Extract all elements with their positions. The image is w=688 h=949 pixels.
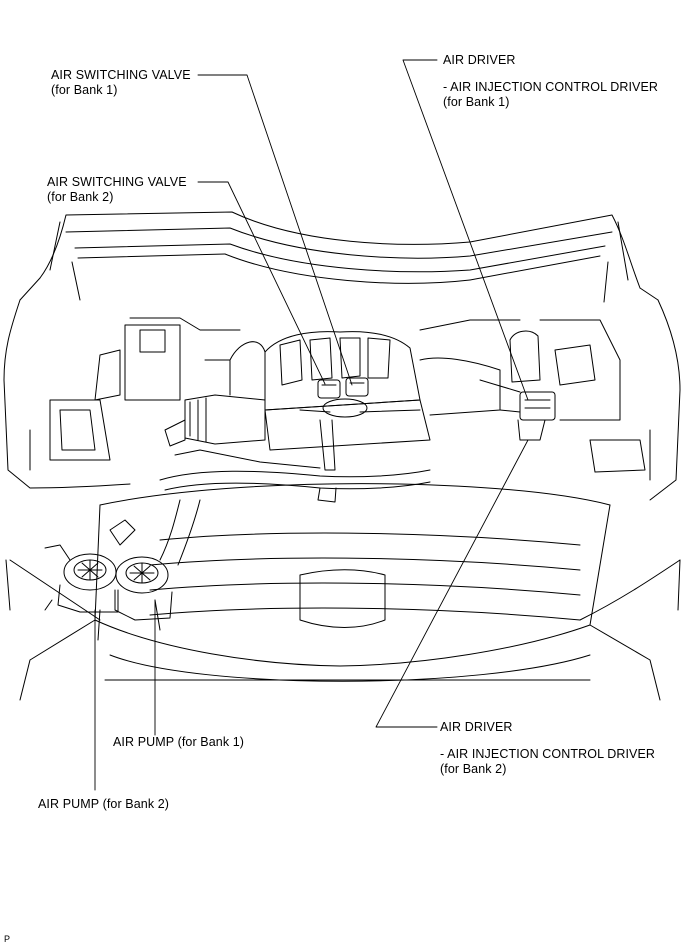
label-air-pump-bank1: AIR PUMP (for Bank 1) xyxy=(113,735,245,749)
body-sides xyxy=(3,299,681,621)
air-switching-valves xyxy=(299,377,421,471)
label-air-driver-bank1: AIR DRIVER - AIR INJECTION CONTROL DRIVE… xyxy=(443,53,659,109)
leader-lines xyxy=(94,59,529,791)
label-air-switching-valve-bank2: AIR SWITCHING VALVE (for Bank 2) xyxy=(47,175,187,204)
label-air-driver-bank2: AIR DRIVER - AIR INJECTION CONTROL DRIVE… xyxy=(440,720,656,776)
engine-intake xyxy=(164,331,501,451)
air-drivers xyxy=(479,330,596,441)
grille xyxy=(19,483,661,701)
cowl xyxy=(49,317,646,473)
air-hoses xyxy=(159,449,431,566)
hood xyxy=(19,211,659,303)
label-air-pump-bank2: AIR PUMP (for Bank 2) xyxy=(38,797,170,811)
air-pumps xyxy=(44,519,173,641)
figure-reference: P xyxy=(4,934,11,944)
label-air-switching-valve-bank1: AIR SWITCHING VALVE (for Bank 1) xyxy=(51,68,191,97)
